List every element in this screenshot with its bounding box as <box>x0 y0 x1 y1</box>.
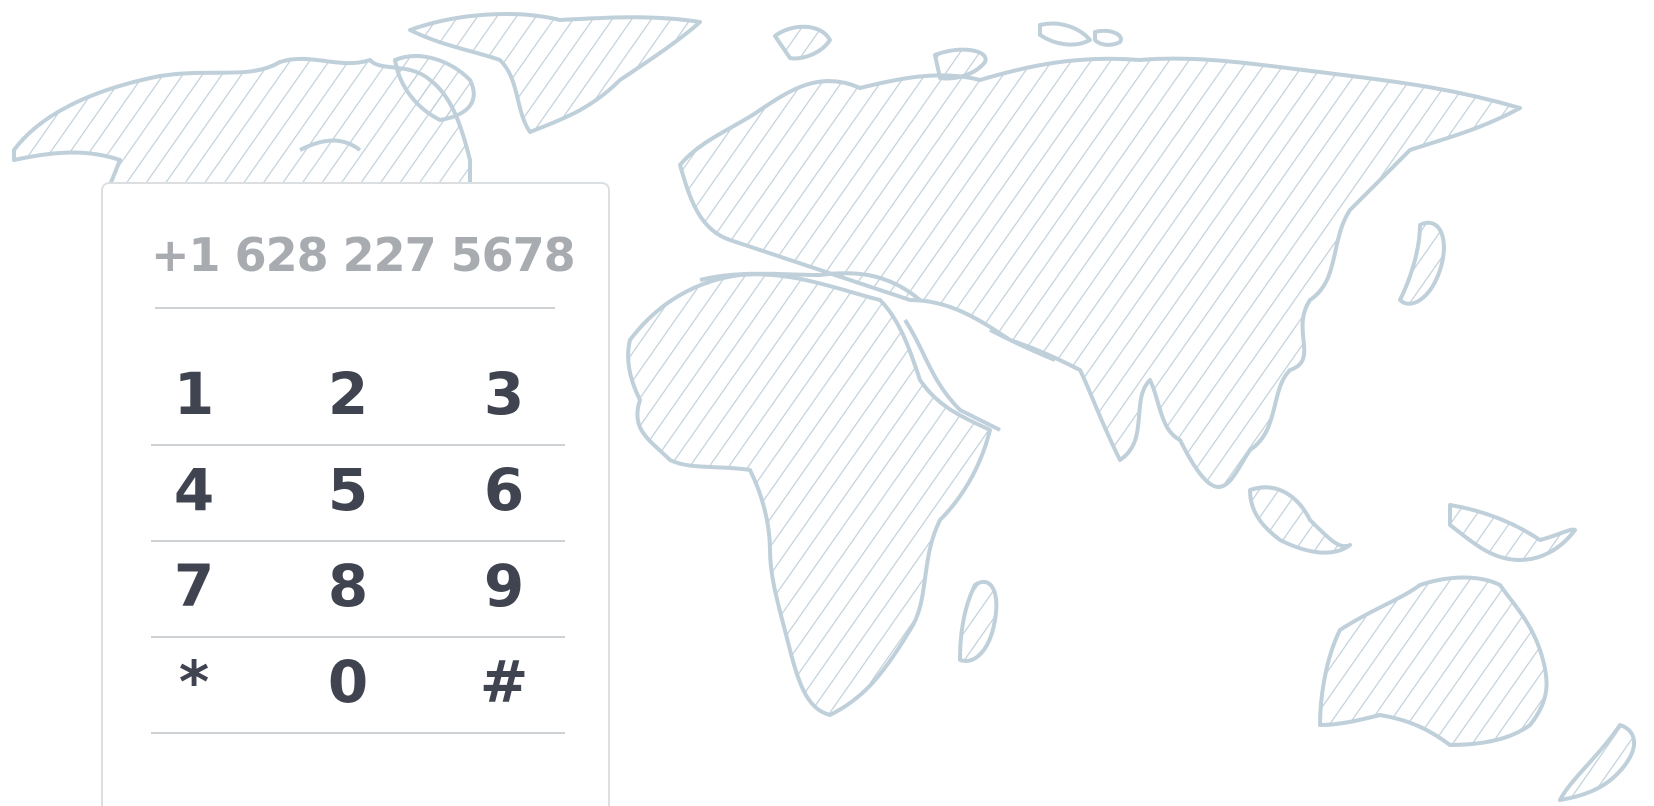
keypad-row-2: 4 5 6 <box>151 446 565 542</box>
australia-shape <box>1318 575 1549 747</box>
key-star-button[interactable]: * <box>178 648 210 716</box>
key-9-button[interactable]: 9 <box>483 552 525 620</box>
southeast-asia-islands-shape <box>1248 485 1352 555</box>
eurasia-shape <box>678 56 1522 489</box>
key-7-button[interactable]: 7 <box>173 552 215 620</box>
iceland-shape <box>773 24 832 61</box>
africa-shape <box>626 272 992 717</box>
key-hash-button[interactable]: # <box>479 648 529 716</box>
key-1-button[interactable]: 1 <box>173 360 215 428</box>
arctic-island-outline <box>1038 21 1092 47</box>
phone-number-display[interactable]: +1 628 227 5678 <box>151 228 576 282</box>
key-8-button[interactable]: 8 <box>327 552 369 620</box>
keypad-row-4: * 0 # <box>151 638 565 734</box>
dial-keypad: 1 2 3 4 5 6 7 8 9 * 0 # <box>151 344 565 734</box>
madagascar-shape <box>958 579 999 663</box>
key-6-button[interactable]: 6 <box>483 456 525 524</box>
arctic-island-2-outline <box>1093 28 1123 47</box>
key-5-button[interactable]: 5 <box>327 456 369 524</box>
key-4-button[interactable]: 4 <box>173 456 215 524</box>
key-2-button[interactable]: 2 <box>327 360 369 428</box>
display-underline <box>155 307 555 309</box>
phone-dialer-card: +1 628 227 5678 1 2 3 4 5 6 7 8 9 * 0 # <box>101 182 610 806</box>
japan-shape <box>1398 220 1446 306</box>
keypad-row-1: 1 2 3 <box>151 344 565 446</box>
key-3-button[interactable]: 3 <box>483 360 525 428</box>
north-america-shape <box>12 56 472 187</box>
greenland-shape <box>408 12 702 134</box>
keypad-row-3: 7 8 9 <box>151 542 565 638</box>
new-zealand-shape <box>1558 723 1636 802</box>
great-lakes-outline <box>299 138 362 152</box>
new-guinea-shape <box>1448 503 1577 562</box>
mediterranean-outline <box>699 271 922 302</box>
caspian-sea-outline <box>989 328 1056 362</box>
red-sea-outline <box>903 318 1001 432</box>
baffin-island-shape <box>393 54 476 122</box>
key-0-button[interactable]: 0 <box>327 648 369 716</box>
